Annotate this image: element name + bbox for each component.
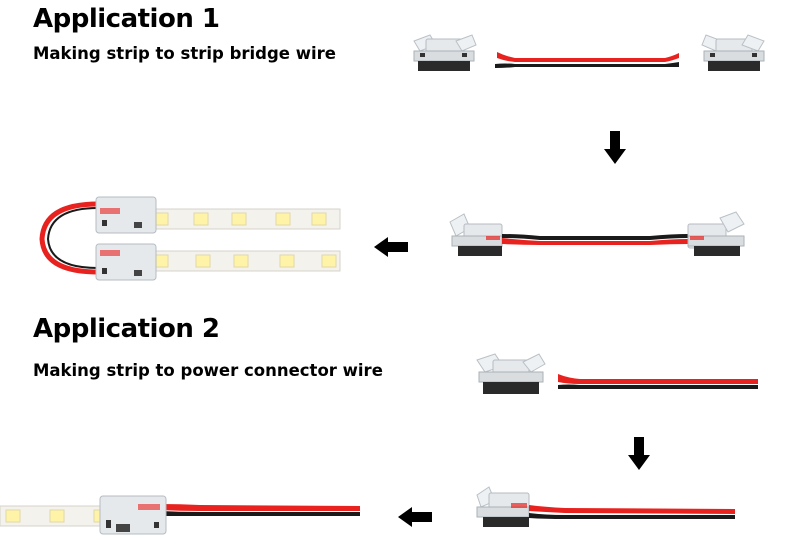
led-chip: [311, 212, 327, 226]
led-chip: [321, 254, 337, 268]
led-chip: [193, 212, 209, 226]
clip-connector-app1-left: [413, 34, 477, 71]
led-chip: [5, 509, 21, 523]
clip-connector-app1-right: [701, 34, 765, 71]
led-chip: [231, 212, 247, 226]
application-1-title: Application 1: [33, 4, 220, 34]
arrow-left-icon: [374, 237, 408, 257]
clip-connector-icon: [701, 34, 765, 71]
arrow-left-icon: [398, 507, 432, 527]
led-chip: [275, 212, 291, 226]
application-1-subtitle: Making strip to strip bridge wire: [33, 44, 336, 63]
led-chip: [233, 254, 249, 268]
led-strip-bridge-installed: [39, 196, 341, 281]
led-strip-power-installed: [0, 495, 360, 535]
clip-connector-icon: [99, 495, 167, 535]
clip-connector-icon: [687, 211, 745, 256]
clip-connector-icon: [95, 243, 157, 281]
led-chip: [195, 254, 211, 268]
clip-connector-icon: [413, 34, 477, 71]
clip-connector-icon: [449, 213, 503, 256]
red-black-wire-app2: [558, 374, 758, 389]
bridge-wire-loop: [39, 201, 99, 275]
assembled-bridge-wire-app1: [449, 211, 745, 256]
led-chip: [49, 509, 65, 523]
clip-connector-icon: [95, 196, 157, 234]
clip-connector-icon: [476, 353, 546, 394]
clip-connector-icon: [476, 486, 530, 527]
assembled-power-wire-app2: [476, 486, 735, 527]
arrow-down-icon: [604, 131, 626, 164]
application-2-subtitle: Making strip to power connector wire: [33, 361, 383, 380]
red-black-wire-app1: [495, 52, 679, 68]
clip-connector-app2: [476, 353, 546, 394]
arrow-down-icon: [628, 437, 650, 470]
led-chip: [279, 254, 295, 268]
application-2-title: Application 2: [33, 314, 220, 344]
